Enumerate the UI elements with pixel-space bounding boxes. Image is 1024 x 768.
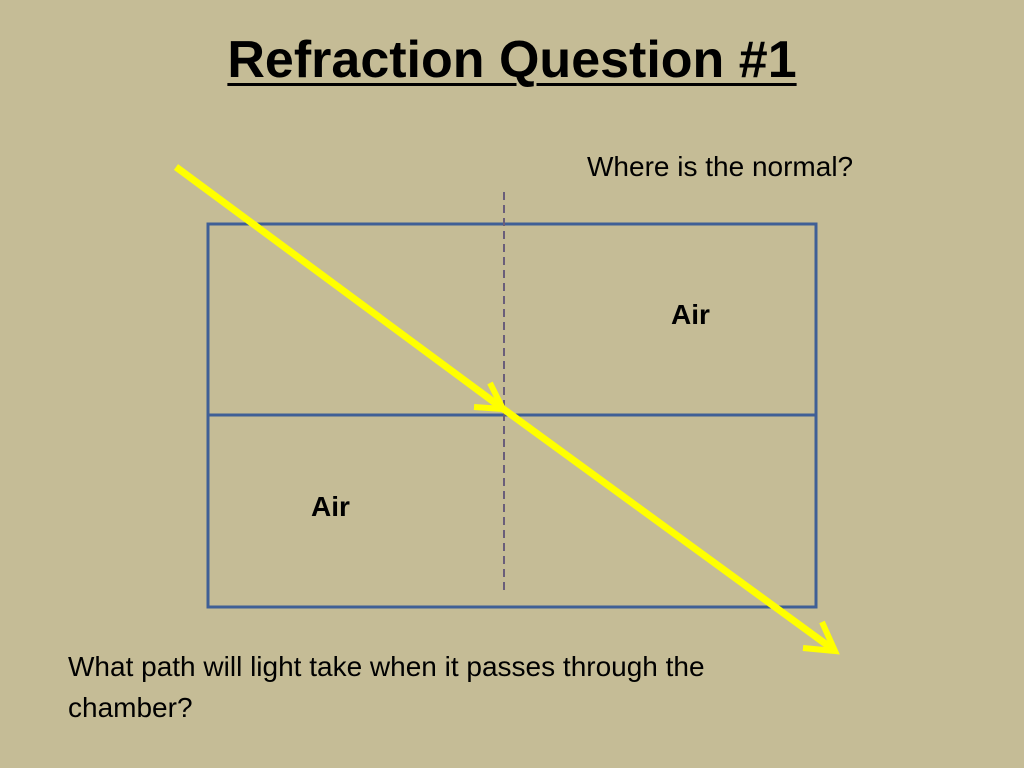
normal-prompt: Where is the normal?: [587, 151, 854, 182]
path-question: What path will light take when it passes…: [68, 651, 705, 723]
incident-ray: [173, 164, 509, 413]
transmitted-arrowhead: [802, 620, 840, 655]
slide-title: Refraction Question #1: [227, 31, 797, 89]
bottom-medium-label: Air: [311, 491, 350, 522]
top-medium-label: Air: [671, 299, 710, 330]
transmitted-ray: [499, 405, 840, 655]
